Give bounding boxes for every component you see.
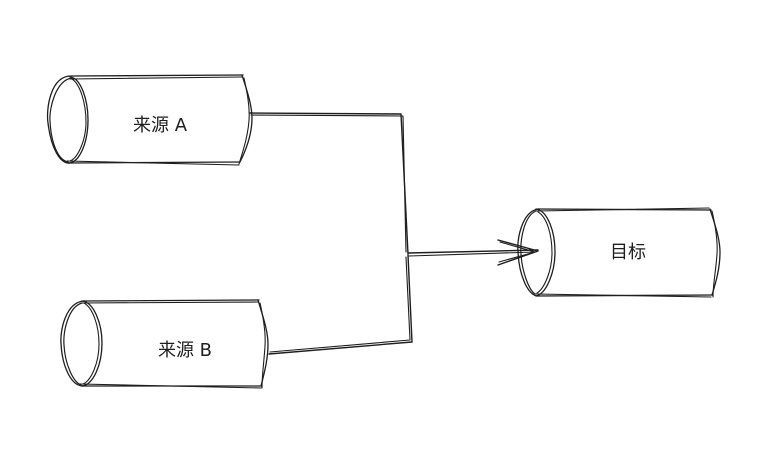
- node-target[interactable]: 目标: [517, 207, 721, 298]
- merged-arrow: [407, 239, 539, 266]
- edge-source-a-to-target: [249, 112, 409, 255]
- node-source-b[interactable]: 来源 B: [60, 299, 269, 389]
- source-b-label: 来源 B: [158, 340, 212, 361]
- target-label: 目标: [610, 242, 646, 263]
- node-source-a[interactable]: 来源 A: [46, 74, 253, 166]
- source-a-label: 来源 A: [133, 115, 188, 136]
- edge-source-b-to-target: [268, 254, 413, 355]
